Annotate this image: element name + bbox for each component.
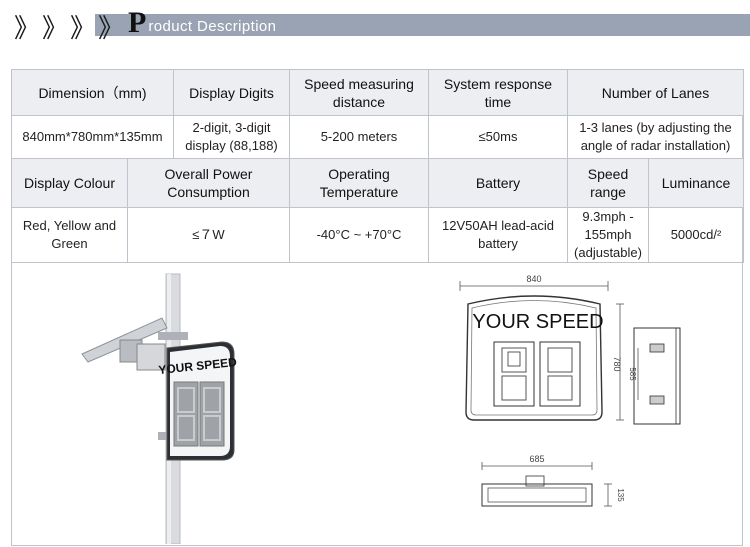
chevron-right-icon: 》 (98, 14, 124, 44)
dim-base-width-label: 685 (529, 454, 544, 464)
chevron-right-icon: 》 (42, 14, 68, 44)
value-speed-distance: 5-200 meters (289, 115, 429, 159)
banner-bar (95, 14, 750, 36)
section-title-rest: roduct Description (148, 18, 277, 35)
value-display-digits: 2-digit, 3-digit display (88,188) (173, 115, 290, 159)
product-photo: YOUR SPEED (81, 273, 238, 544)
value-speed-range: 9.3mph - 155mph (adjustable) (567, 207, 649, 263)
spec-table: Dimension（mm) Display Digits Speed measu… (11, 69, 744, 263)
chevron-right-icon: 》 (14, 14, 40, 44)
section-title-initial: P (128, 6, 147, 39)
value-luminance: 5000cd/² (648, 207, 744, 263)
header-power-consumption: Overall Power Consumption (127, 158, 290, 208)
spec-header-row-2: Display Colour Overall Power Consumption… (11, 158, 744, 208)
header-operating-temperature: Operating Temperature (289, 158, 429, 208)
value-operating-temperature: -40°C ~ +70°C (289, 207, 429, 263)
value-battery: 12V50AH lead-acid battery (428, 207, 568, 263)
header-luminance: Luminance (648, 158, 744, 208)
value-display-colour: Red, Yellow and Green (11, 207, 128, 263)
product-images: YOUR SPEED 840 YOUR SPEED 780 (12, 256, 741, 544)
header-number-of-lanes: Number of Lanes (567, 69, 744, 116)
dim-height-label: 780 (612, 356, 622, 371)
header-battery: Battery (428, 158, 568, 208)
header-response-time: System response time (428, 69, 568, 116)
section-banner: 》 》 》 》 P roduct Description (0, 6, 750, 44)
header-display-digits: Display Digits (173, 69, 290, 116)
technical-drawing: 840 YOUR SPEED 780 585 685 135 (459, 274, 681, 507)
value-dimension: 840mm*780mm*135mm (11, 115, 174, 159)
spec-header-row-1: Dimension（mm) Display Digits Speed measu… (11, 69, 744, 116)
value-power-consumption: ≤７W (127, 207, 290, 263)
header-speed-range: Speed range (567, 158, 649, 208)
chevron-right-icon: 》 (70, 14, 96, 44)
value-response-time: ≤50ms (428, 115, 568, 159)
dim-depth-label: 135 (616, 488, 625, 502)
header-dimension: Dimension（mm) (11, 69, 174, 116)
value-number-of-lanes: 1-3 lanes (by adjusting the angle of rad… (567, 115, 744, 159)
spec-value-row-2: Red, Yellow and Green ≤７W -40°C ~ +70°C … (11, 207, 744, 263)
header-display-colour: Display Colour (11, 158, 128, 208)
dim-width-label: 840 (526, 274, 541, 284)
drawing-sign-text: YOUR SPEED (472, 311, 603, 333)
spec-value-row-1: 840mm*780mm*135mm 2-digit, 3-digit displ… (11, 115, 744, 159)
dim-bracket-label: 585 (628, 367, 637, 381)
section-title: P roduct Description (128, 8, 276, 38)
header-speed-distance: Speed measuring distance (289, 69, 429, 116)
